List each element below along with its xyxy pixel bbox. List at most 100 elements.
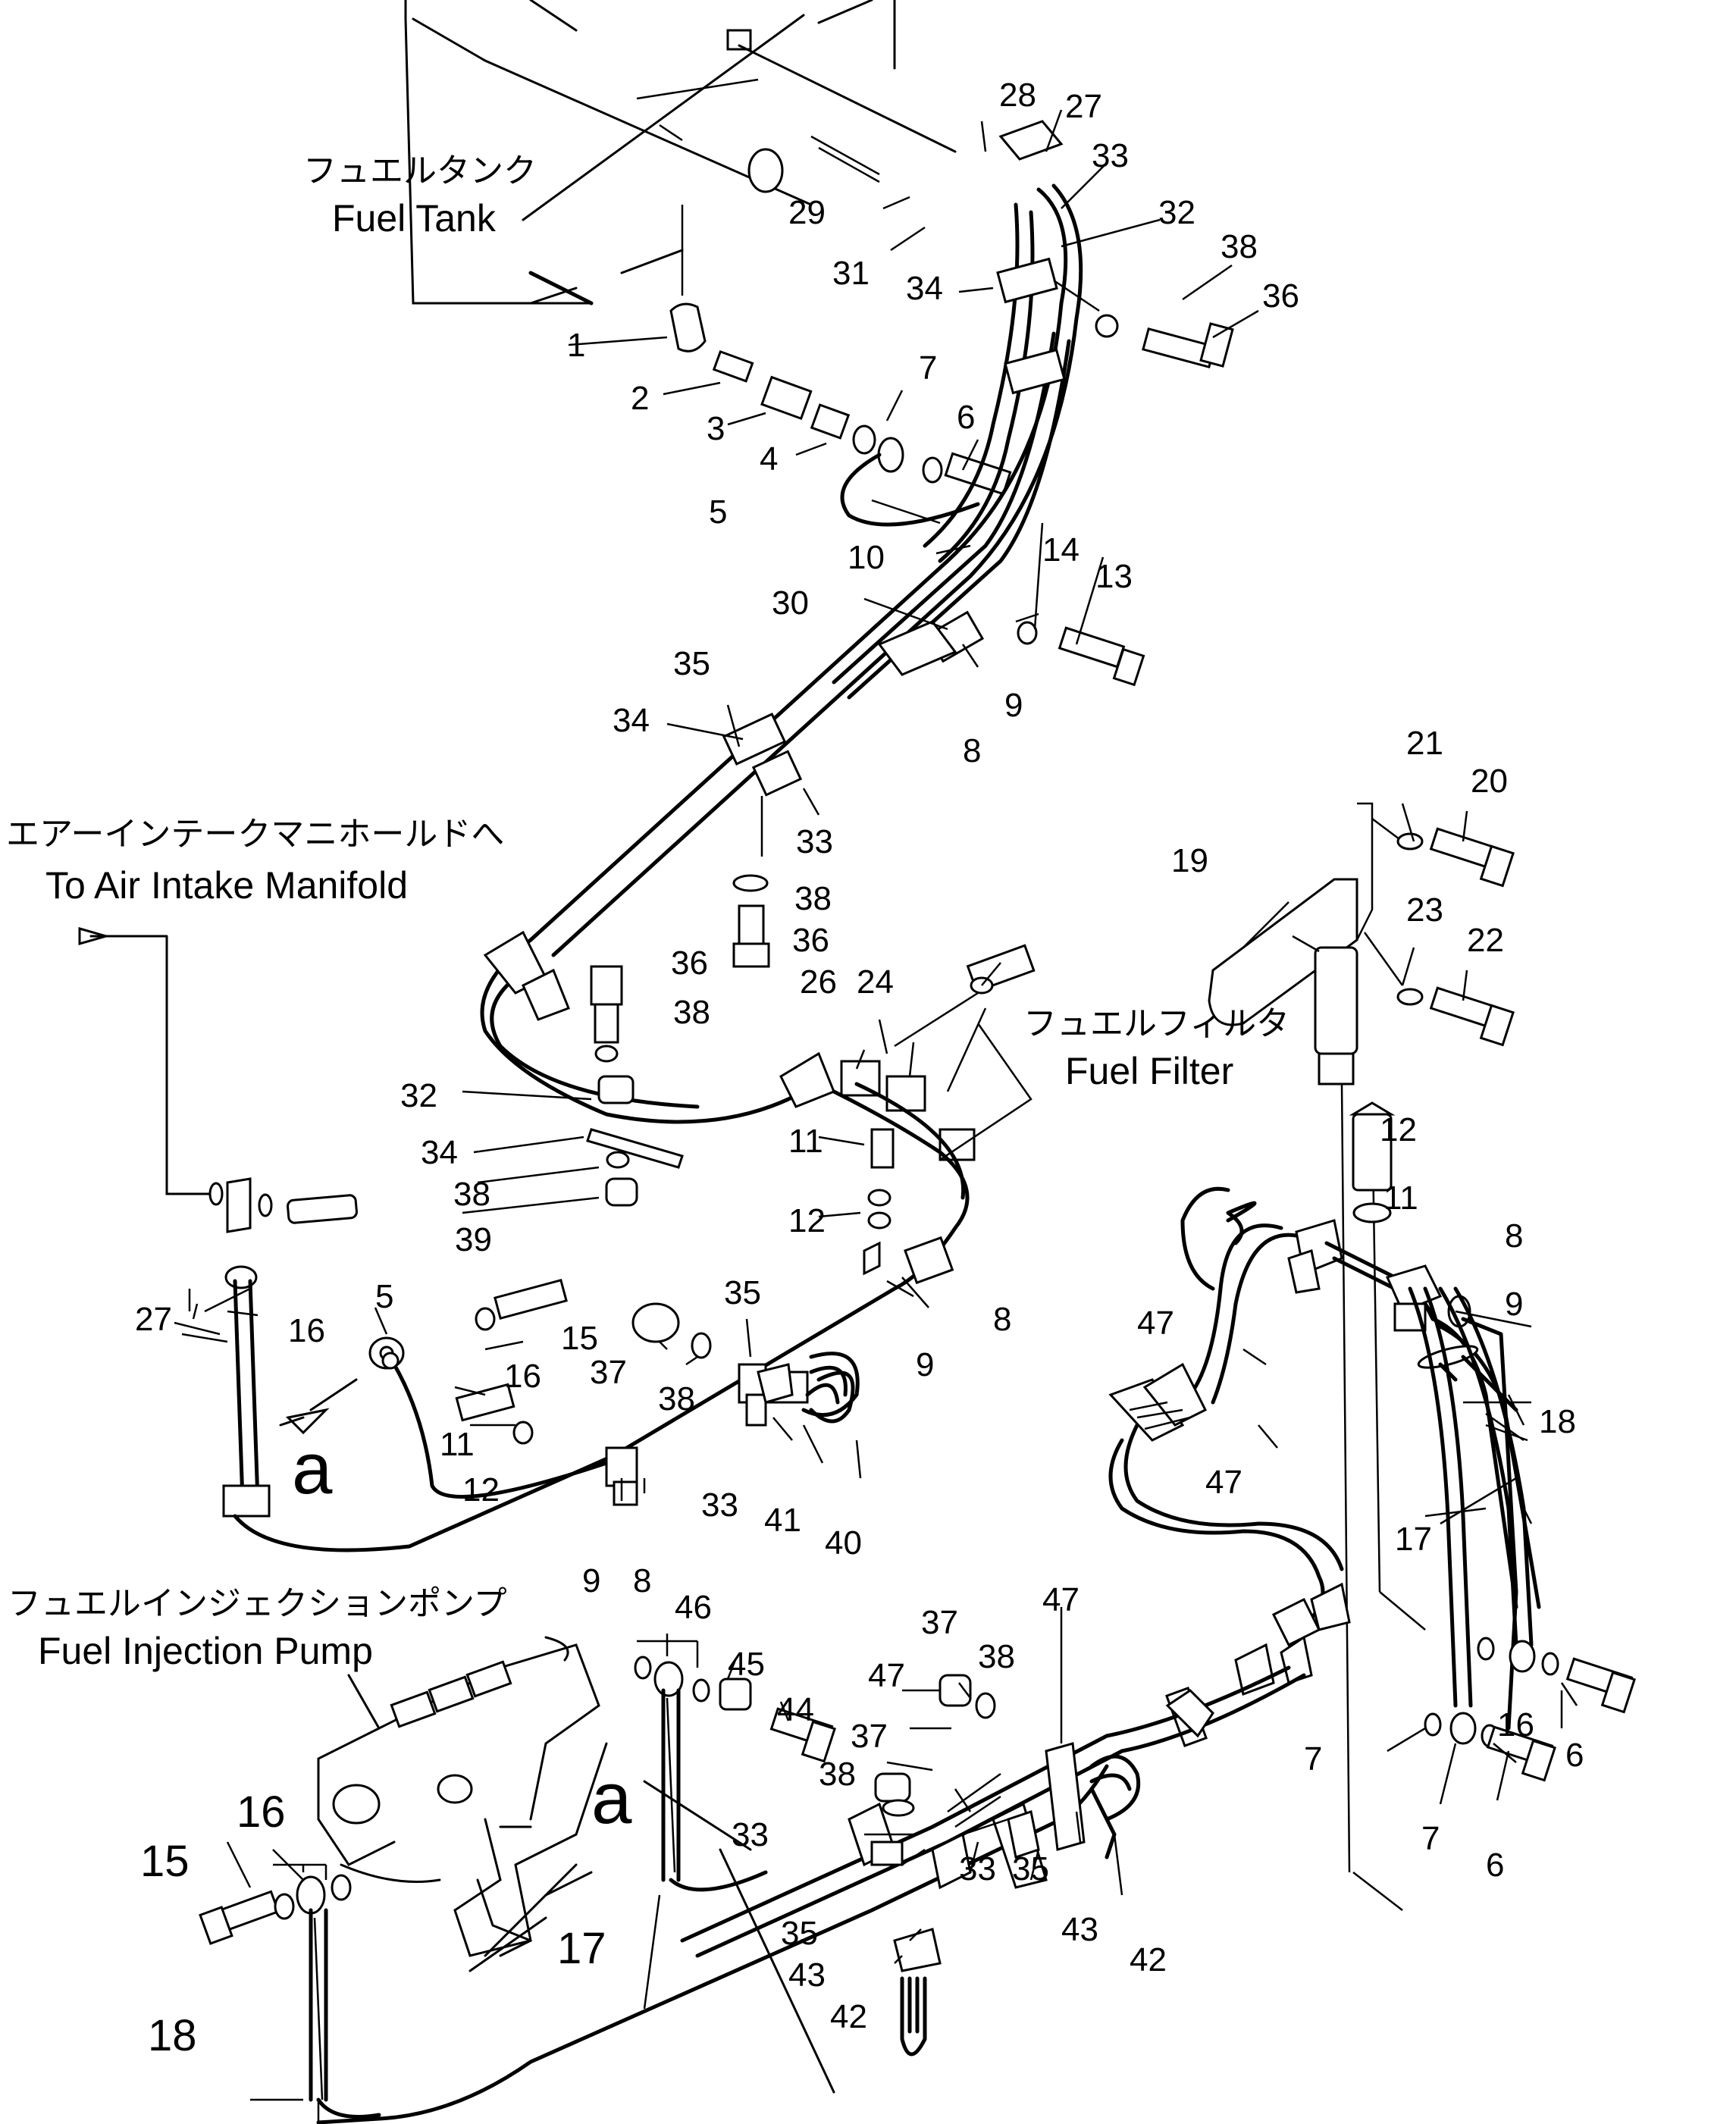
callout-12: 12: [788, 1202, 826, 1239]
callout-38: 38: [453, 1176, 490, 1213]
callout-27: 27: [135, 1301, 172, 1338]
callout-2: 2: [631, 380, 649, 417]
callout-16: 16: [237, 1787, 286, 1837]
callout-14: 14: [1042, 531, 1080, 569]
text-labels: フュエルタンク Fuel Tank エアーインテークマニホールドへ To Air…: [6, 152, 1289, 1839]
callout-9: 9: [1004, 687, 1023, 724]
callout-37: 37: [590, 1354, 627, 1391]
callout-5: 5: [709, 493, 727, 531]
callout-8: 8: [963, 732, 981, 769]
fuel-tank: [404, 0, 957, 305]
callout-7: 7: [1304, 1740, 1322, 1778]
callout-15: 15: [140, 1837, 190, 1886]
clamps-ubolts: [757, 1352, 1214, 2057]
callout-30: 30: [772, 584, 809, 622]
view-a-mark-left: a: [292, 1428, 333, 1509]
callout-37: 37: [851, 1718, 888, 1755]
callout-8: 8: [993, 1301, 1011, 1338]
leader-lines: [174, 109, 1578, 2122]
callout-47: 47: [868, 1657, 905, 1694]
callout-46: 46: [675, 1589, 712, 1626]
callout-9: 9: [916, 1346, 934, 1383]
callout-8: 8: [633, 1562, 651, 1599]
callout-40: 40: [825, 1524, 862, 1562]
callout-12: 12: [1380, 1111, 1417, 1148]
left-bend-assembly: [480, 930, 1036, 1458]
callout-23: 23: [1406, 891, 1443, 929]
callout-42: 42: [830, 1998, 867, 2035]
right-drop-lines: [1408, 1286, 1636, 1782]
callout-16: 16: [288, 1312, 325, 1349]
callout-43: 43: [788, 1956, 826, 1994]
callout-5: 5: [375, 1278, 393, 1315]
callout-29: 29: [788, 194, 826, 231]
callout-6: 6: [1486, 1847, 1504, 1884]
main-fuel-lines: [528, 120, 1234, 968]
callout-33: 33: [701, 1486, 738, 1524]
callout-27: 27: [1065, 88, 1102, 125]
callout-37: 37: [921, 1604, 958, 1641]
callout-35: 35: [673, 645, 710, 682]
callout-33: 33: [1092, 137, 1129, 174]
callout-47: 47: [1042, 1581, 1080, 1618]
callout-38: 38: [1221, 228, 1258, 265]
callout-31: 31: [832, 255, 870, 292]
callout-19: 19: [1171, 842, 1208, 879]
callout-33: 33: [959, 1850, 996, 1887]
part-callouts: 28 27 33 32 38 36 29 31 34 1 2 3 4 7 6 5…: [135, 77, 1584, 2060]
callout-20: 20: [1471, 763, 1508, 800]
callout-32: 32: [400, 1077, 437, 1114]
callout-34: 34: [613, 702, 650, 739]
callout-47: 47: [1205, 1464, 1242, 1501]
callout-45: 45: [728, 1646, 765, 1683]
callout-33: 33: [732, 1816, 769, 1853]
callout-36: 36: [792, 922, 829, 959]
fuel-tank-label-en: Fuel Tank: [332, 197, 497, 240]
callout-28: 28: [999, 77, 1036, 114]
fuel-filter-label-en: Fuel Filter: [1065, 1050, 1233, 1092]
callout-7: 7: [919, 349, 937, 387]
callout-7: 7: [1421, 1820, 1440, 1857]
callout-11: 11: [1383, 1179, 1418, 1217]
callout-39: 39: [455, 1221, 492, 1258]
callout-44: 44: [777, 1691, 814, 1728]
view-a-mark-bottom: a: [591, 1758, 632, 1839]
callout-12: 12: [462, 1471, 500, 1508]
fuel-filter-label-jp: フュエルフィルタ: [1023, 1004, 1289, 1043]
injection-pump-label-jp: フュエルインジェクションポンプ: [8, 1584, 507, 1623]
callout-43: 43: [1061, 1911, 1098, 1948]
callout-35: 35: [1012, 1850, 1049, 1887]
callout-35: 35: [781, 1915, 818, 1952]
callout-47: 47: [1137, 1305, 1174, 1342]
callout-33: 33: [796, 823, 833, 860]
air-intake-label-en: To Air Intake Manifold: [45, 864, 408, 907]
callout-22: 22: [1467, 922, 1504, 959]
callout-11: 11: [440, 1426, 475, 1463]
callout-35: 35: [724, 1274, 761, 1311]
callout-21: 21: [1406, 725, 1443, 762]
callout-41: 41: [764, 1502, 801, 1539]
air-intake-label-jp: エアーインテークマニホールドへ: [6, 815, 504, 854]
right-fuel-lines: [316, 1186, 1541, 2124]
callout-38: 38: [794, 880, 832, 917]
callout-42: 42: [1130, 1941, 1167, 1978]
injection-pump-label-en: Fuel Injection Pump: [38, 1630, 373, 1672]
callout-3: 3: [707, 410, 725, 447]
callout-10: 10: [848, 539, 885, 576]
pump-fittings: [199, 1656, 996, 2119]
callout-38: 38: [658, 1380, 695, 1418]
callout-34: 34: [906, 270, 943, 307]
callout-13: 13: [1095, 558, 1133, 595]
callout-8: 8: [1505, 1217, 1523, 1255]
callout-17: 17: [1395, 1521, 1432, 1558]
fuel-injection-pump: [317, 1636, 835, 2094]
callout-4: 4: [760, 440, 778, 478]
callout-15: 15: [561, 1320, 598, 1357]
callout-6: 6: [957, 399, 975, 436]
fuel-tank-label-jp: フュエルタンク: [303, 152, 537, 190]
callout-9: 9: [1505, 1286, 1523, 1323]
callout-17: 17: [557, 1924, 606, 1973]
callout-34: 34: [421, 1134, 458, 1171]
callout-32: 32: [1158, 194, 1195, 231]
